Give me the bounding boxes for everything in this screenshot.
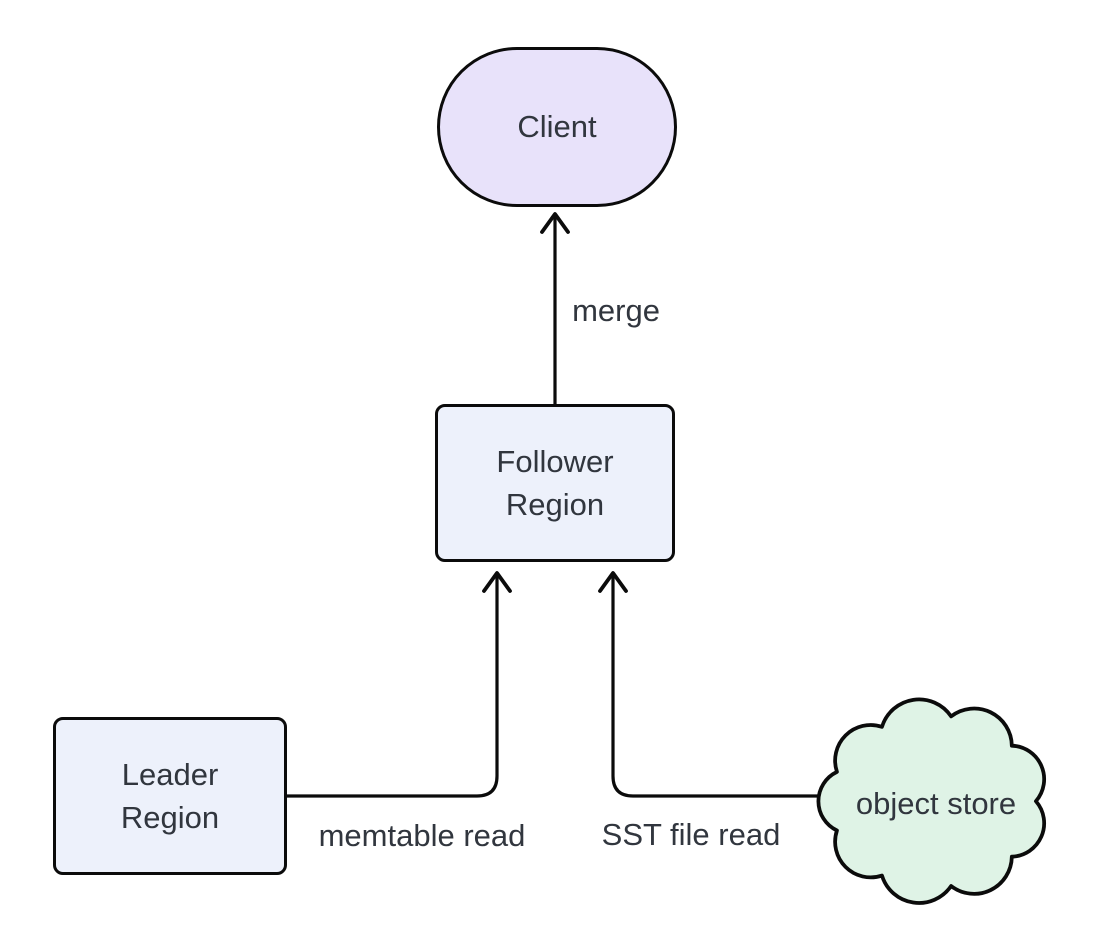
edge-memtable-read-line <box>285 573 499 798</box>
edge-label-memtable-read: memtable read <box>318 818 526 854</box>
edge-sst-file-read <box>598 571 844 798</box>
node-leader-region: Leader Region <box>53 717 287 875</box>
node-object-store: object store <box>798 686 1056 908</box>
edge-label-merge: merge <box>572 293 660 329</box>
node-client-label: Client <box>517 109 597 145</box>
node-client: Client <box>437 47 677 207</box>
node-follower-region: Follower Region <box>435 404 675 562</box>
edge-memtable-read <box>285 571 512 798</box>
node-object-store-label: object store <box>855 786 1017 821</box>
node-follower-region-label-line1: Follower <box>496 443 614 479</box>
node-follower-region-label-line2: Region <box>505 487 605 522</box>
node-leader-region-label-line2: Region <box>120 800 220 835</box>
node-leader-region-label-line1: Leader <box>121 756 219 792</box>
cloud-icon <box>816 697 1047 905</box>
edge-merge <box>540 212 570 406</box>
edge-sst-file-read-line <box>611 573 844 798</box>
arrowhead-up-icon <box>482 571 512 593</box>
cloud-shape <box>816 697 1047 905</box>
edge-label-sst-file-read: SST file read <box>601 817 781 853</box>
arrowhead-up-icon <box>598 571 628 593</box>
arrowhead-up-icon <box>540 212 570 234</box>
